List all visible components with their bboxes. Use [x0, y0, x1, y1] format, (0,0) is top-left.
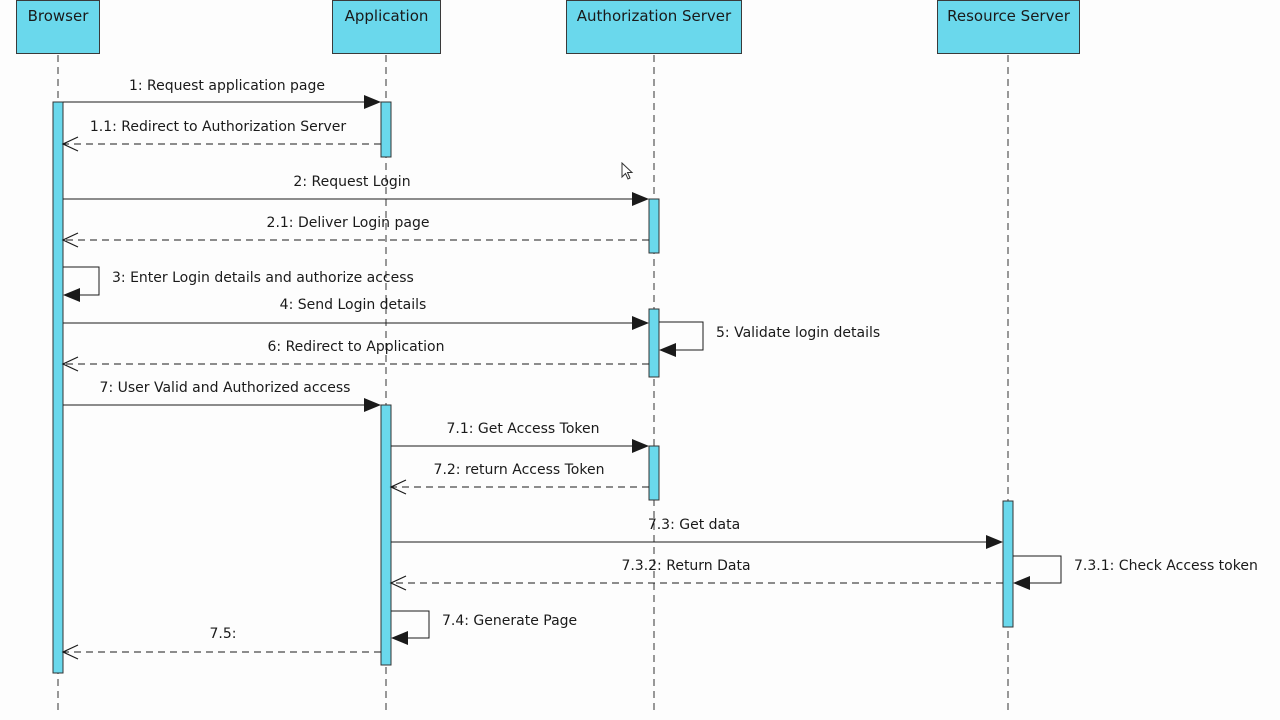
message-label: 7.5:	[210, 626, 237, 642]
message-label: 7.2: return Access Token	[434, 462, 605, 478]
message-arrowhead	[1013, 576, 1030, 590]
message-arrowhead	[632, 192, 649, 206]
lifeline-label: Resource Server	[947, 7, 1070, 25]
lifeline-header-auth-server: Authorization Server	[566, 0, 742, 54]
message-label: 7.4: Generate Page	[442, 613, 577, 629]
message-label: 2.1: Deliver Login page	[267, 215, 430, 231]
self-message-line	[391, 610, 430, 639]
message-arrowhead	[61, 232, 79, 248]
activation-bar	[380, 101, 392, 158]
message-arrowhead	[61, 356, 79, 372]
lifeline-label: Application	[344, 7, 429, 25]
message-arrowhead	[61, 644, 79, 660]
message-label: 7.3.2: Return Data	[621, 558, 750, 574]
lifeline-header-browser: Browser	[16, 0, 100, 54]
mouse-pointer-icon	[621, 162, 634, 180]
activation-bar	[52, 101, 64, 674]
lifeline-header-application: Application	[332, 0, 441, 54]
self-message-line	[659, 321, 704, 351]
message-arrowhead	[986, 535, 1003, 549]
activation-bar	[380, 404, 392, 666]
lifeline-label: Authorization Server	[576, 7, 732, 25]
message-arrowhead	[389, 575, 407, 591]
message-label: 2: Request Login	[293, 174, 410, 190]
message-label: 6: Redirect to Application	[268, 339, 445, 355]
message-label: 4: Send Login details	[280, 297, 427, 313]
message-label: 3: Enter Login details and authorize acc…	[112, 270, 414, 286]
message-label: 7.3: Get data	[648, 517, 740, 533]
message-label: 7.3.1: Check Access token	[1074, 558, 1258, 574]
message-label: 1.1: Redirect to Authorization Server	[90, 119, 346, 135]
self-message-line	[63, 266, 100, 296]
message-label: 7: User Valid and Authorized access	[100, 380, 351, 396]
activation-bar	[648, 308, 660, 378]
activation-bar	[1002, 500, 1014, 628]
message-label: 1: Request application page	[129, 78, 325, 94]
lifeline-label: Browser	[27, 7, 89, 25]
message-label: 5: Validate login details	[716, 325, 880, 341]
message-arrowhead	[364, 95, 381, 109]
message-arrowhead	[364, 398, 381, 412]
message-arrowhead	[632, 439, 649, 453]
message-arrowhead	[659, 343, 676, 357]
message-arrowhead	[391, 631, 408, 645]
message-arrowhead	[61, 136, 79, 152]
message-arrowhead	[63, 288, 80, 302]
message-arrowhead	[389, 479, 407, 495]
lifeline-header-resource-server: Resource Server	[937, 0, 1080, 54]
message-label: 7.1: Get Access Token	[446, 421, 599, 437]
self-message-line	[1013, 555, 1062, 584]
activation-bar	[648, 198, 660, 254]
message-arrowhead	[632, 316, 649, 330]
activation-bar	[648, 445, 660, 501]
